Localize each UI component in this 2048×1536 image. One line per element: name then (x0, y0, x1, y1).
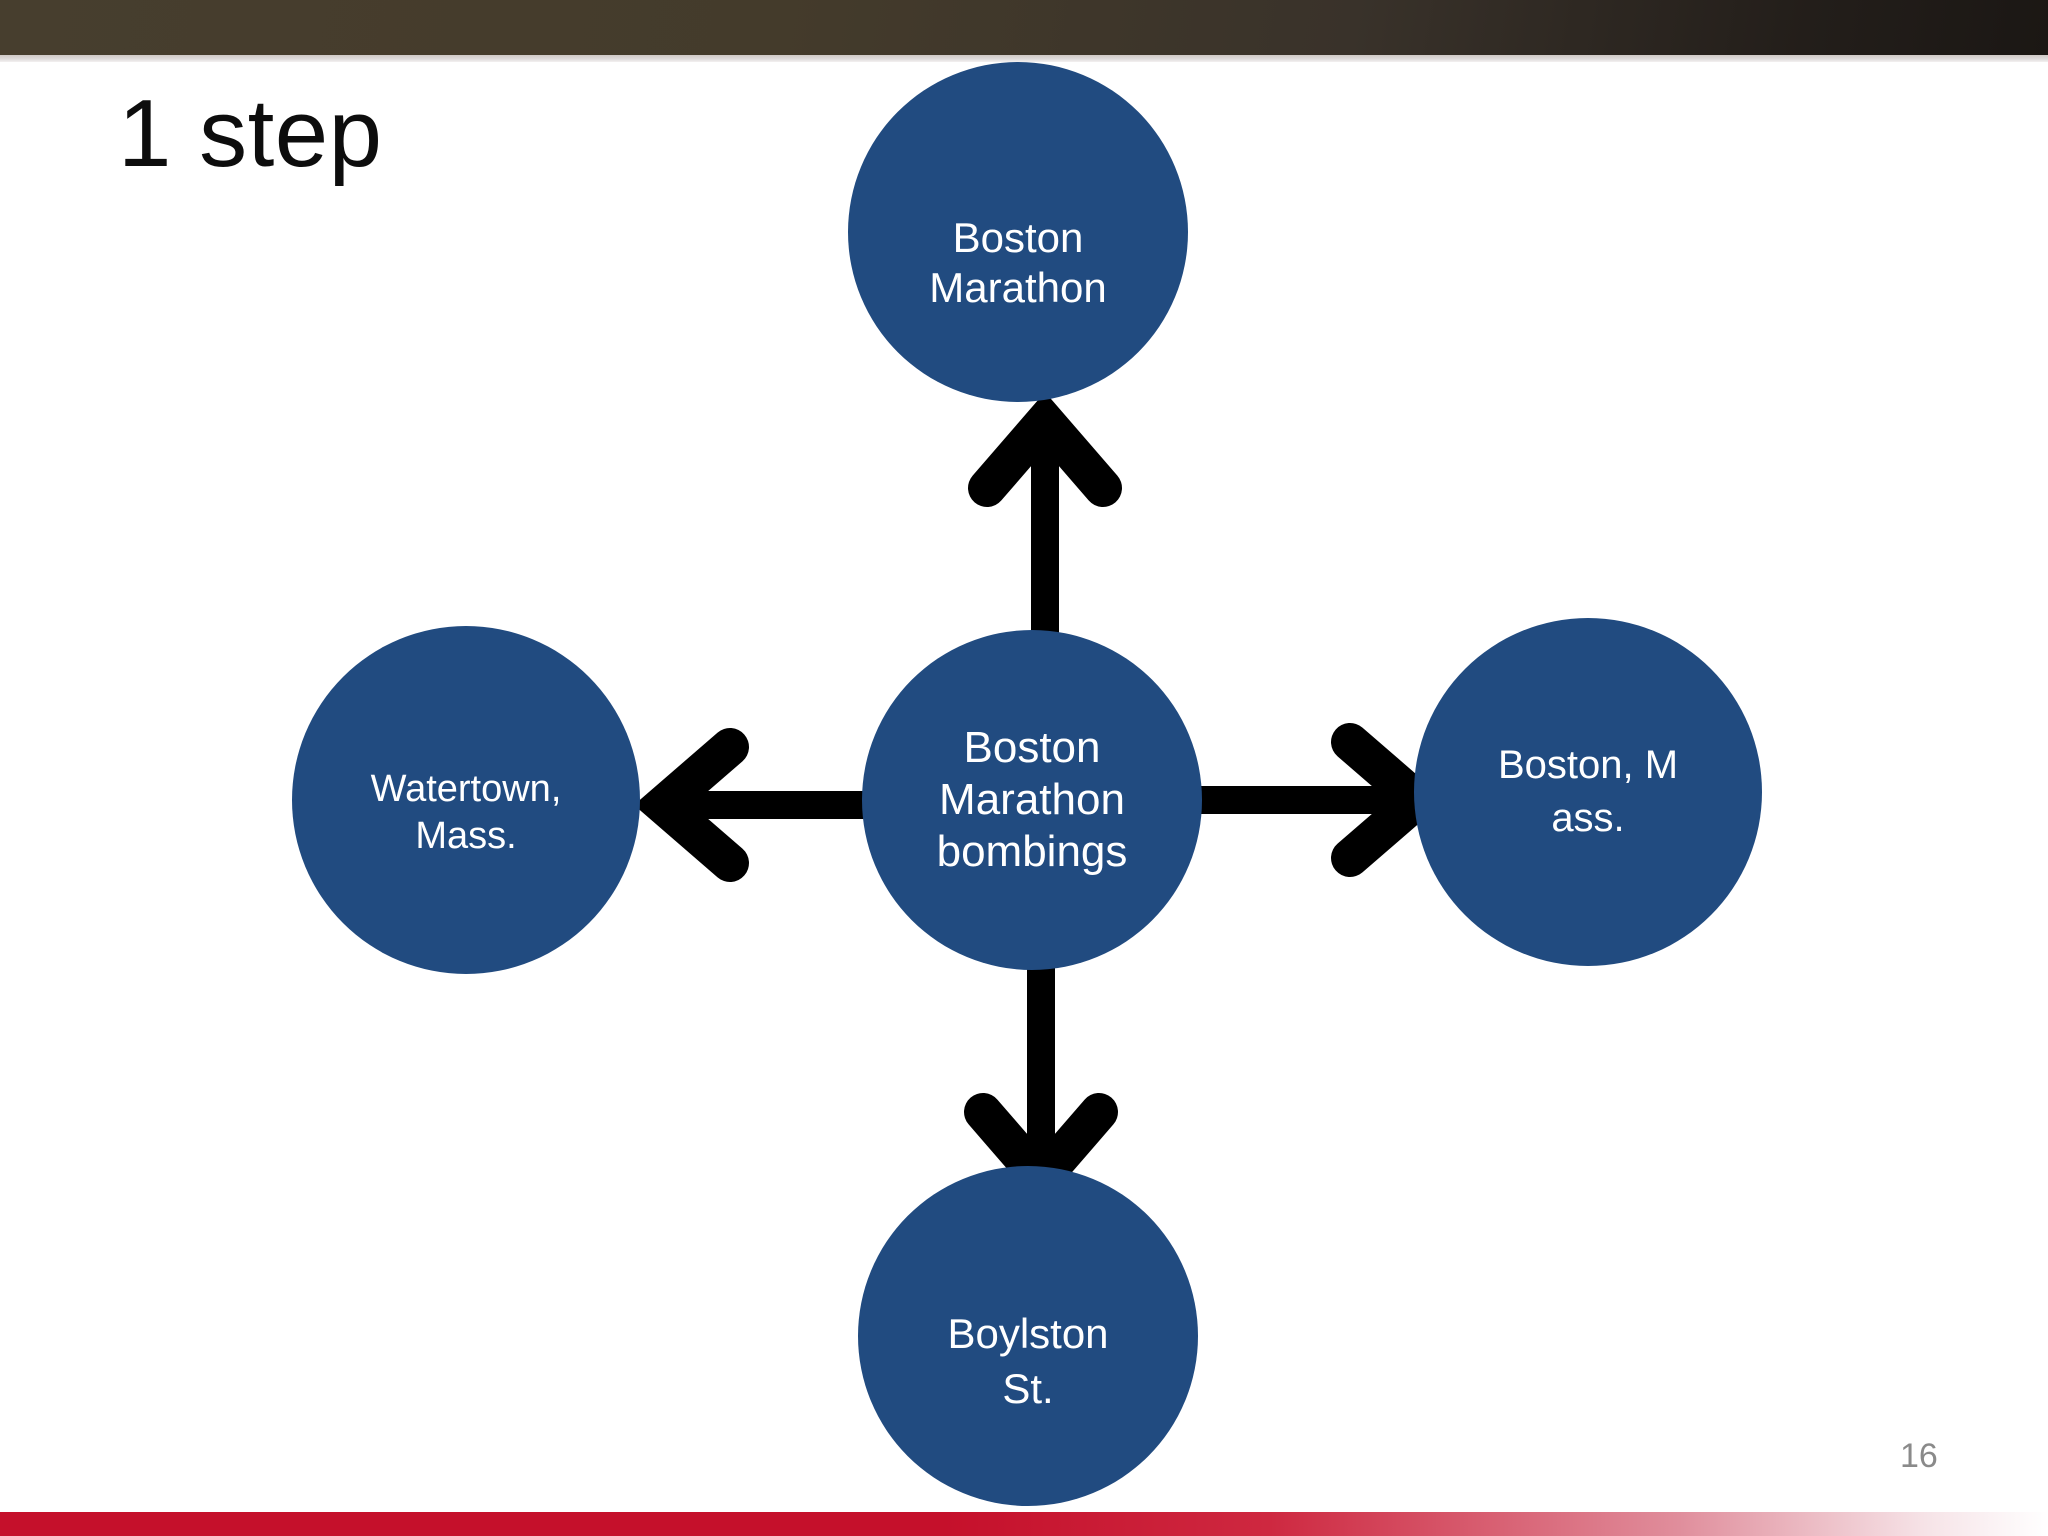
node-boylston-st[interactable]: Boylston St. (858, 1166, 1198, 1506)
node-label-boston-marathon-bombings: Boston Marathon bombings (936, 723, 1128, 876)
page-title: 1 step (118, 80, 383, 187)
node-watertown-mass[interactable]: Watertown, Mass. (292, 626, 640, 974)
arrow-down-to-boylston-st (964, 946, 1118, 1209)
arrow-right-to-boston-mass (1170, 723, 1447, 877)
node-label-boston-mass: Boston, M ass. (1497, 743, 1679, 840)
top-bar-divider (0, 55, 2048, 62)
top-decorative-bar (0, 0, 2048, 55)
node-boston-marathon-bombings[interactable]: Boston Marathon bombings (862, 630, 1202, 970)
node-boston-mass[interactable]: Boston, M ass. (1414, 618, 1762, 966)
bottom-decorative-bar (0, 1512, 2048, 1536)
node-label-boylston-st: Boylston St. (947, 1310, 1109, 1412)
node-label-boston-marathon: Boston Marathon (929, 214, 1107, 311)
node-label-watertown-mass: Watertown, Mass. (370, 767, 562, 858)
page-number: 16 (1900, 1437, 1938, 1475)
arrow-up-to-boston-marathon (968, 391, 1122, 654)
node-boston-marathon[interactable]: Boston Marathon (848, 62, 1188, 402)
